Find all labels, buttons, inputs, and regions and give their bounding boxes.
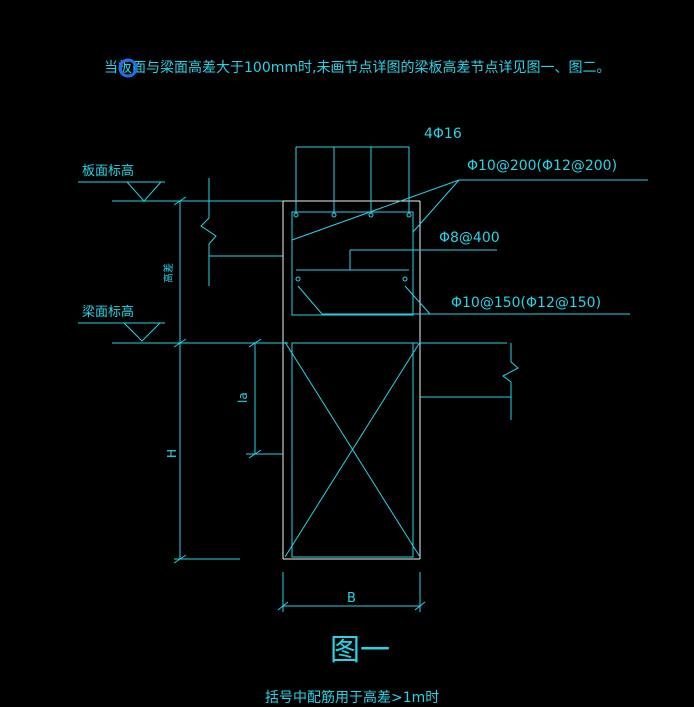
H-label: H — [165, 449, 179, 458]
rebar-dot — [406, 212, 412, 218]
general-note: 当板面与梁面高差大于100mm时,未画节点详图的梁板高差节点详见图一、图二。 — [104, 59, 610, 76]
beam-level-label: 梁面标高 — [82, 304, 134, 320]
top-bars-callout: 4Φ16 — [293, 126, 462, 218]
la-dimension: la — [236, 338, 283, 459]
upper-slab — [200, 178, 284, 339]
footnote: 括号中配筋用于高差>1m时 — [265, 689, 439, 706]
la-label: la — [236, 392, 250, 403]
stirrup-mid-callout: Φ8@400 — [295, 230, 500, 282]
beam-section — [112, 200, 507, 560]
beam-level-marker: 梁面标高 — [78, 304, 165, 342]
slab-level-marker: 板面标高 — [78, 163, 404, 202]
rebar-dot — [293, 212, 299, 218]
stirrup-lower-label: Φ10@150(Φ12@150) — [451, 295, 601, 311]
rebar-dot — [295, 276, 301, 282]
height-diff-dimension: 高差 — [162, 196, 187, 348]
rebar-dot — [331, 212, 337, 218]
cursor-icon — [118, 58, 138, 78]
H-dimension: H — [165, 343, 240, 564]
stirrup-upper-callout: Φ10@200(Φ12@200) — [291, 158, 648, 241]
top-bars-label: 4Φ16 — [424, 126, 462, 142]
stirrup-upper-label: Φ10@200(Φ12@200) — [467, 158, 617, 174]
rebar-dot — [368, 212, 374, 218]
figure-title: 图一 — [330, 633, 390, 668]
lower-slab-right — [420, 343, 519, 420]
B-dimension: B — [277, 572, 426, 612]
B-label: B — [347, 591, 356, 606]
stirrup-mid-label: Φ8@400 — [439, 230, 500, 246]
rebar-dot — [402, 276, 408, 282]
slab-level-label: 板面标高 — [82, 163, 134, 179]
stirrup-lower-callout: Φ10@150(Φ12@150) — [297, 285, 630, 315]
height-diff-label: 高差 — [162, 263, 175, 283]
